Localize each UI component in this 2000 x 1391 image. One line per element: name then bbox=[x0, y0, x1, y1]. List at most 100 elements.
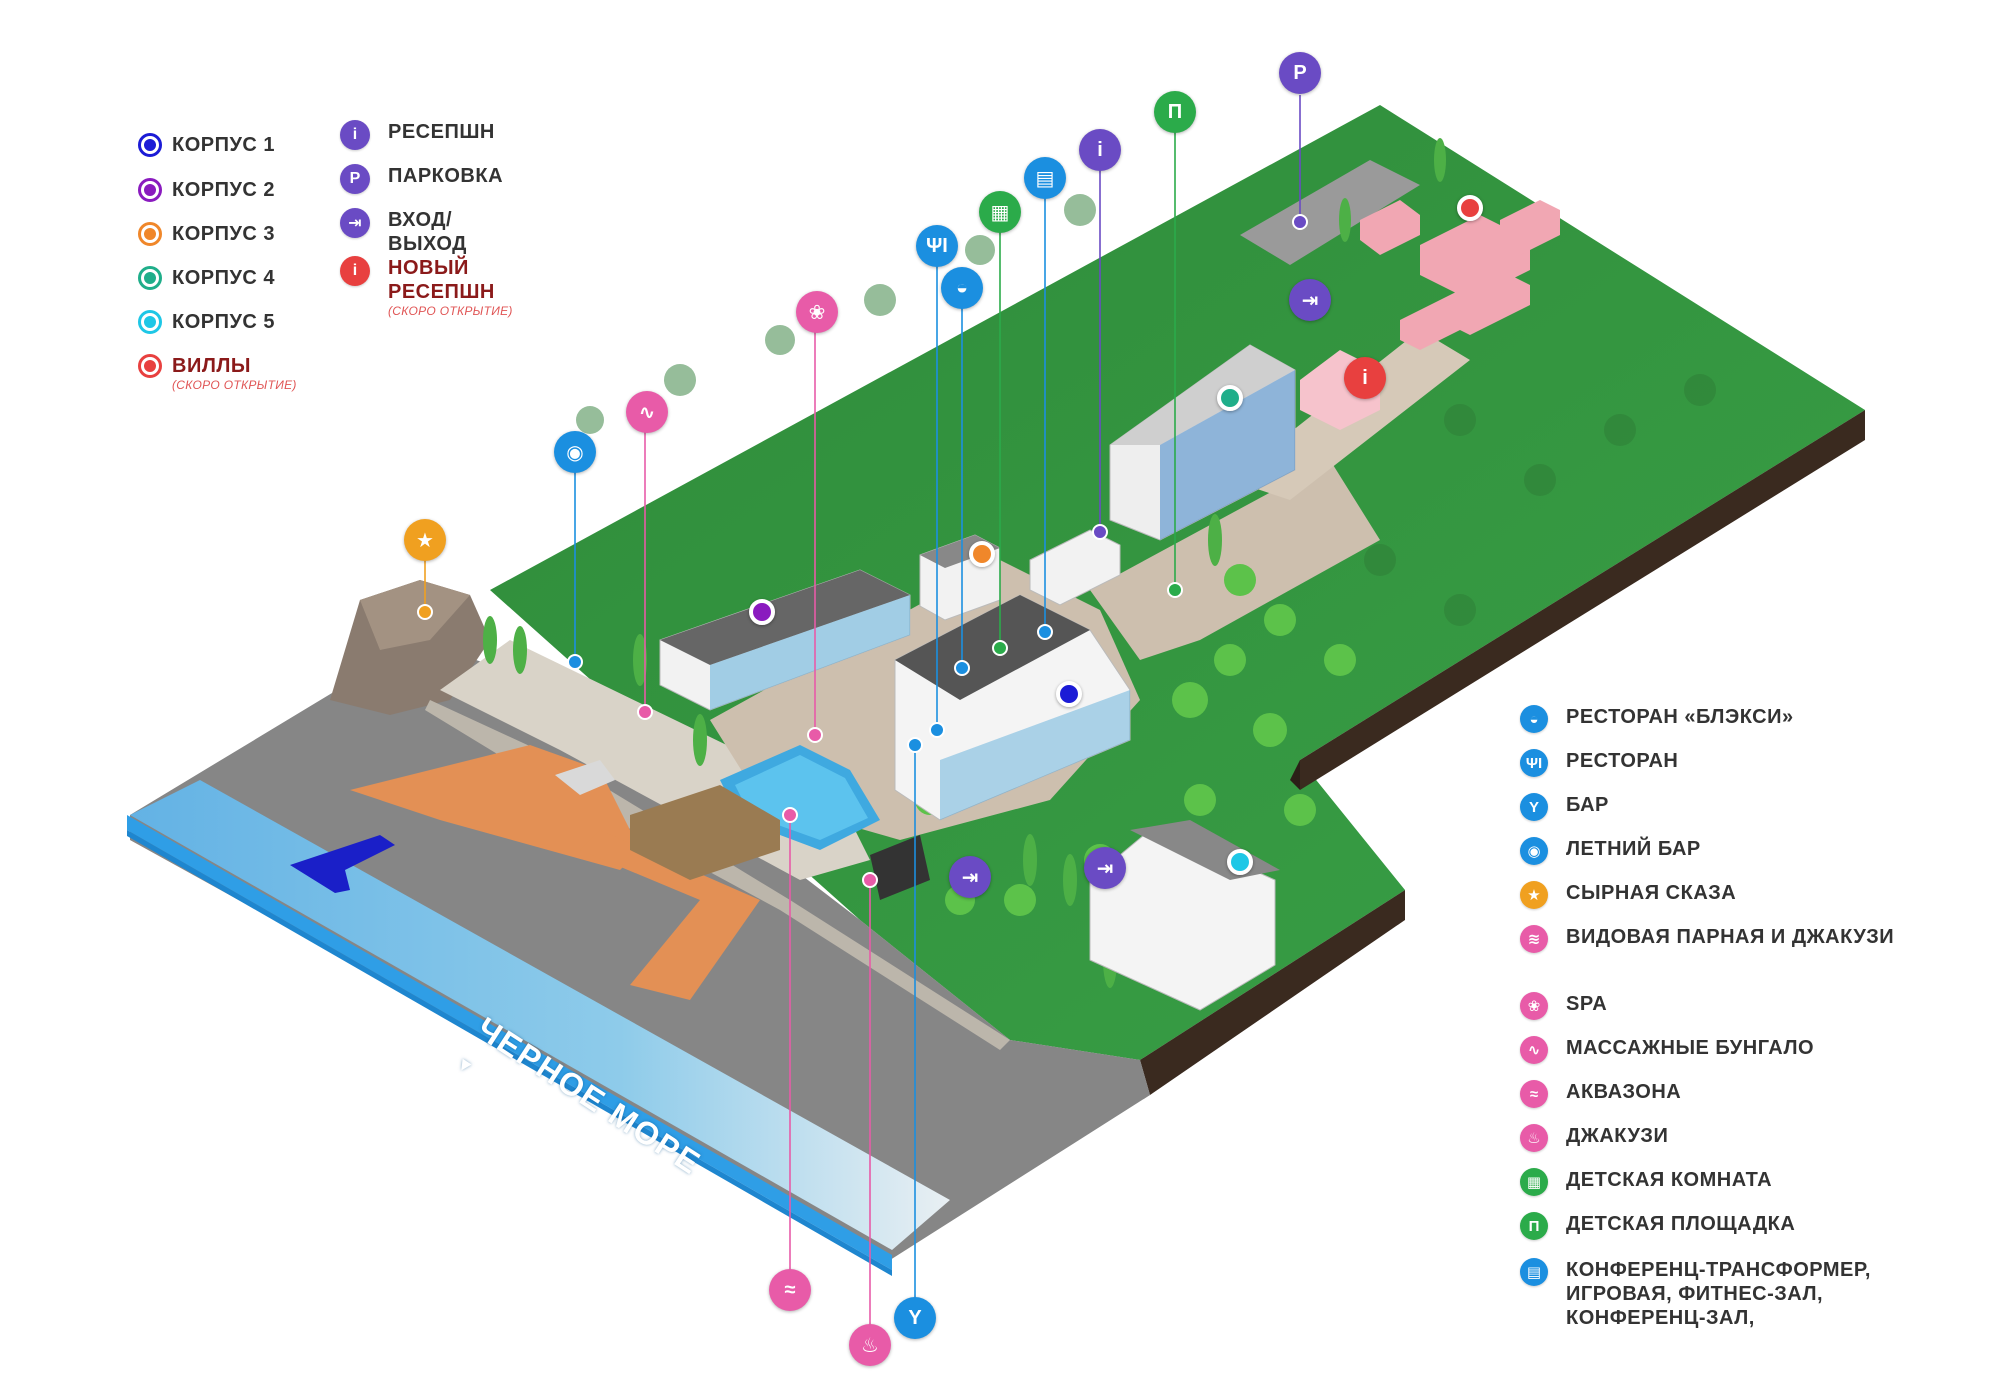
legend-text: ВИЛЛЫ bbox=[172, 355, 251, 377]
legend-label: ВИДОВАЯ ПАРНАЯ И ДЖАКУЗИ bbox=[1566, 925, 1894, 949]
legend-text: НОВЫЙ РЕСЕПШН bbox=[388, 257, 495, 303]
legend-label: ДЕТСКАЯ КОМНАТА bbox=[1566, 1168, 1772, 1192]
legend-building-item[interactable]: КОРПУС 4 bbox=[138, 266, 275, 290]
ring-icon bbox=[138, 222, 162, 246]
cocktail-icon: Y bbox=[1520, 793, 1548, 821]
restaurant-blaxi-pin[interactable]: ◒ bbox=[941, 267, 983, 309]
legend-amenity-item[interactable]: ▦ ДЕТСКАЯ КОМНАТА bbox=[1520, 1168, 1772, 1196]
ring-icon bbox=[138, 354, 162, 378]
legend-building-item[interactable]: КОРПУС 5 bbox=[138, 310, 275, 334]
playground-pin[interactable]: Π bbox=[1154, 91, 1196, 133]
legend-amenity-item[interactable]: ❀SPA bbox=[1520, 992, 1607, 1020]
legend-label: НОВЫЙ РЕСЕПШН(СКОРО ОТКРЫТИЕ) bbox=[388, 256, 528, 318]
korpus-5-marker[interactable] bbox=[1227, 849, 1253, 875]
massage-bungalow-pin[interactable]: ∿ bbox=[626, 391, 668, 433]
legend-label: БАР bbox=[1566, 793, 1609, 817]
legend-text: КОРПУС 4 bbox=[172, 267, 276, 289]
legend-building-item[interactable]: ВИЛЛЫ(СКОРО ОТКРЫТИЕ) bbox=[138, 354, 297, 392]
korpus-2-marker[interactable] bbox=[749, 599, 775, 625]
spa-pin[interactable]: ❀ bbox=[796, 291, 838, 333]
ring-icon bbox=[138, 310, 162, 334]
korpus-4-marker[interactable] bbox=[1217, 385, 1243, 411]
entrance-pin-left[interactable]: ⇥ bbox=[949, 856, 991, 898]
legend-label: ДЕТСКАЯ ПЛОЩАДКА bbox=[1566, 1212, 1795, 1236]
legend-label: КОРПУС 1 bbox=[172, 133, 275, 157]
ring-icon bbox=[138, 266, 162, 290]
legend-amenity-item[interactable]: ≈АКВАЗОНА bbox=[1520, 1080, 1681, 1108]
entrance-pin-right[interactable]: ⇥ bbox=[1084, 847, 1126, 889]
conference-icon: ▤ bbox=[1520, 1258, 1548, 1286]
legend-building-item[interactable]: КОРПУС 1 bbox=[138, 133, 275, 157]
legend-text: РЕСТОРАН «БЛЭКСИ» bbox=[1566, 706, 1794, 728]
legend-label: ВХОД/ВЫХОД bbox=[388, 208, 528, 256]
legend-label: АКВАЗОНА bbox=[1566, 1080, 1681, 1104]
legend-text: БАР bbox=[1566, 794, 1609, 816]
bar-pin[interactable]: Y bbox=[894, 1297, 936, 1339]
korpus-3-marker[interactable] bbox=[969, 541, 995, 567]
fork-knife-icon: ΨΙ bbox=[1520, 749, 1548, 777]
legend-text: ДЖАКУЗИ bbox=[1566, 1125, 1669, 1147]
legend-text: АКВАЗОНА bbox=[1566, 1081, 1682, 1103]
ring-dot bbox=[144, 360, 156, 372]
legend-amenity-item[interactable]: ♨ДЖАКУЗИ bbox=[1520, 1124, 1668, 1152]
legend-building-item[interactable]: КОРПУС 3 bbox=[138, 222, 275, 246]
legend-amenity-item[interactable]: ΨΙ РЕСТОРАН bbox=[1520, 749, 1678, 777]
legend-label: КОРПУС 2 bbox=[172, 178, 275, 202]
kids-room-pin[interactable]: ▦ bbox=[979, 191, 1021, 233]
legend-text: РЕСЕПШН bbox=[388, 121, 495, 143]
legend-building-item[interactable]: КОРПУС 2 bbox=[138, 178, 275, 202]
legend-label: КОРПУС 3 bbox=[172, 222, 275, 246]
pin-lines bbox=[424, 95, 1301, 1345]
trees bbox=[483, 138, 1716, 988]
legend-text: ЛЕТНИЙ БАР bbox=[1566, 838, 1701, 860]
ring-dot bbox=[144, 139, 156, 151]
pin-anchors bbox=[417, 214, 1308, 888]
summer-bar-pin[interactable]: ◉ bbox=[554, 431, 596, 473]
legend-text: СЫРНАЯ СКАЗА bbox=[1566, 882, 1737, 904]
villas-marker[interactable] bbox=[1457, 195, 1483, 221]
restaurant-pin[interactable]: ΨΙ bbox=[916, 225, 958, 267]
reception-pin[interactable]: i bbox=[1079, 129, 1121, 171]
ring-dot bbox=[144, 228, 156, 240]
ring-icon bbox=[138, 178, 162, 202]
conference-pin[interactable]: ▤ bbox=[1024, 157, 1066, 199]
legend-service-item[interactable]: i РЕСЕПШН bbox=[340, 120, 495, 150]
legend-label: РЕСТОРАН bbox=[1566, 749, 1678, 773]
legend-amenity-item[interactable]: ◒РЕСТОРАН «БЛЭКСИ» bbox=[1520, 705, 1794, 733]
legend-text: ПАРКОВКА bbox=[388, 165, 504, 187]
info-icon: i bbox=[340, 120, 370, 150]
legend-amenity-item[interactable]: ≋ВИДОВАЯ ПАРНАЯ И ДЖАКУЗИ bbox=[1520, 925, 1894, 953]
ring-icon bbox=[138, 133, 162, 157]
legend-text: КОРПУС 1 bbox=[172, 134, 276, 156]
parking-pin[interactable]: P bbox=[1279, 52, 1321, 94]
cheese-tale-pin[interactable]: ★ bbox=[404, 519, 446, 561]
legend-amenity-item[interactable]: Y БАР bbox=[1520, 793, 1609, 821]
legend-label: ЛЕТНИЙ БАР bbox=[1566, 837, 1701, 861]
legend-text: ВИДОВАЯ ПАРНАЯ И ДЖАКУЗИ bbox=[1566, 926, 1895, 948]
blocks-icon: ▦ bbox=[1520, 1168, 1548, 1196]
legend-amenity-item[interactable]: ◉ ЛЕТНИЙ БАР bbox=[1520, 837, 1701, 865]
jacuzzi-pin[interactable]: ♨ bbox=[849, 1324, 891, 1366]
coconut-drink-icon: ◉ bbox=[1520, 837, 1548, 865]
entrance-pin-top[interactable]: ⇥ bbox=[1289, 279, 1331, 321]
ring-dot bbox=[144, 272, 156, 284]
legend-service-item[interactable]: ⇥ВХОД/ВЫХОД bbox=[340, 208, 528, 256]
legend-note: (СКОРО ОТКРЫТИЕ) bbox=[172, 378, 297, 392]
legend-text: ВХОД/ВЫХОД bbox=[388, 209, 467, 255]
legend-service-item[interactable]: P ПАРКОВКА bbox=[340, 164, 503, 194]
parking-icon: P bbox=[340, 164, 370, 194]
legend-label: КОРПУС 5 bbox=[172, 310, 275, 334]
legend-label: КОНФЕРЕНЦ-ТРАНСФОРМЕР, ИГРОВАЯ, ФИТНЕС-З… bbox=[1566, 1258, 1896, 1330]
legend-text: КОНФЕРЕНЦ-ТРАНСФОРМЕР, ИГРОВАЯ, ФИТНЕС-З… bbox=[1566, 1259, 1871, 1329]
new-reception-pin[interactable]: i bbox=[1344, 357, 1386, 399]
legend-amenity-item[interactable]: ∿МАССАЖНЫЕ БУНГАЛО bbox=[1520, 1036, 1814, 1064]
korpus-1-marker[interactable] bbox=[1056, 681, 1082, 707]
aquazone-pin[interactable]: ≈ bbox=[769, 1269, 811, 1311]
legend-text: КОРПУС 3 bbox=[172, 223, 276, 245]
legend-amenity-item[interactable]: ★СЫРНАЯ СКАЗА bbox=[1520, 881, 1736, 909]
legend-text: SPA bbox=[1566, 993, 1608, 1015]
legend-amenity-item[interactable]: ▤ КОНФЕРЕНЦ-ТРАНСФОРМЕР, ИГРОВАЯ, ФИТНЕС-… bbox=[1520, 1258, 1896, 1330]
